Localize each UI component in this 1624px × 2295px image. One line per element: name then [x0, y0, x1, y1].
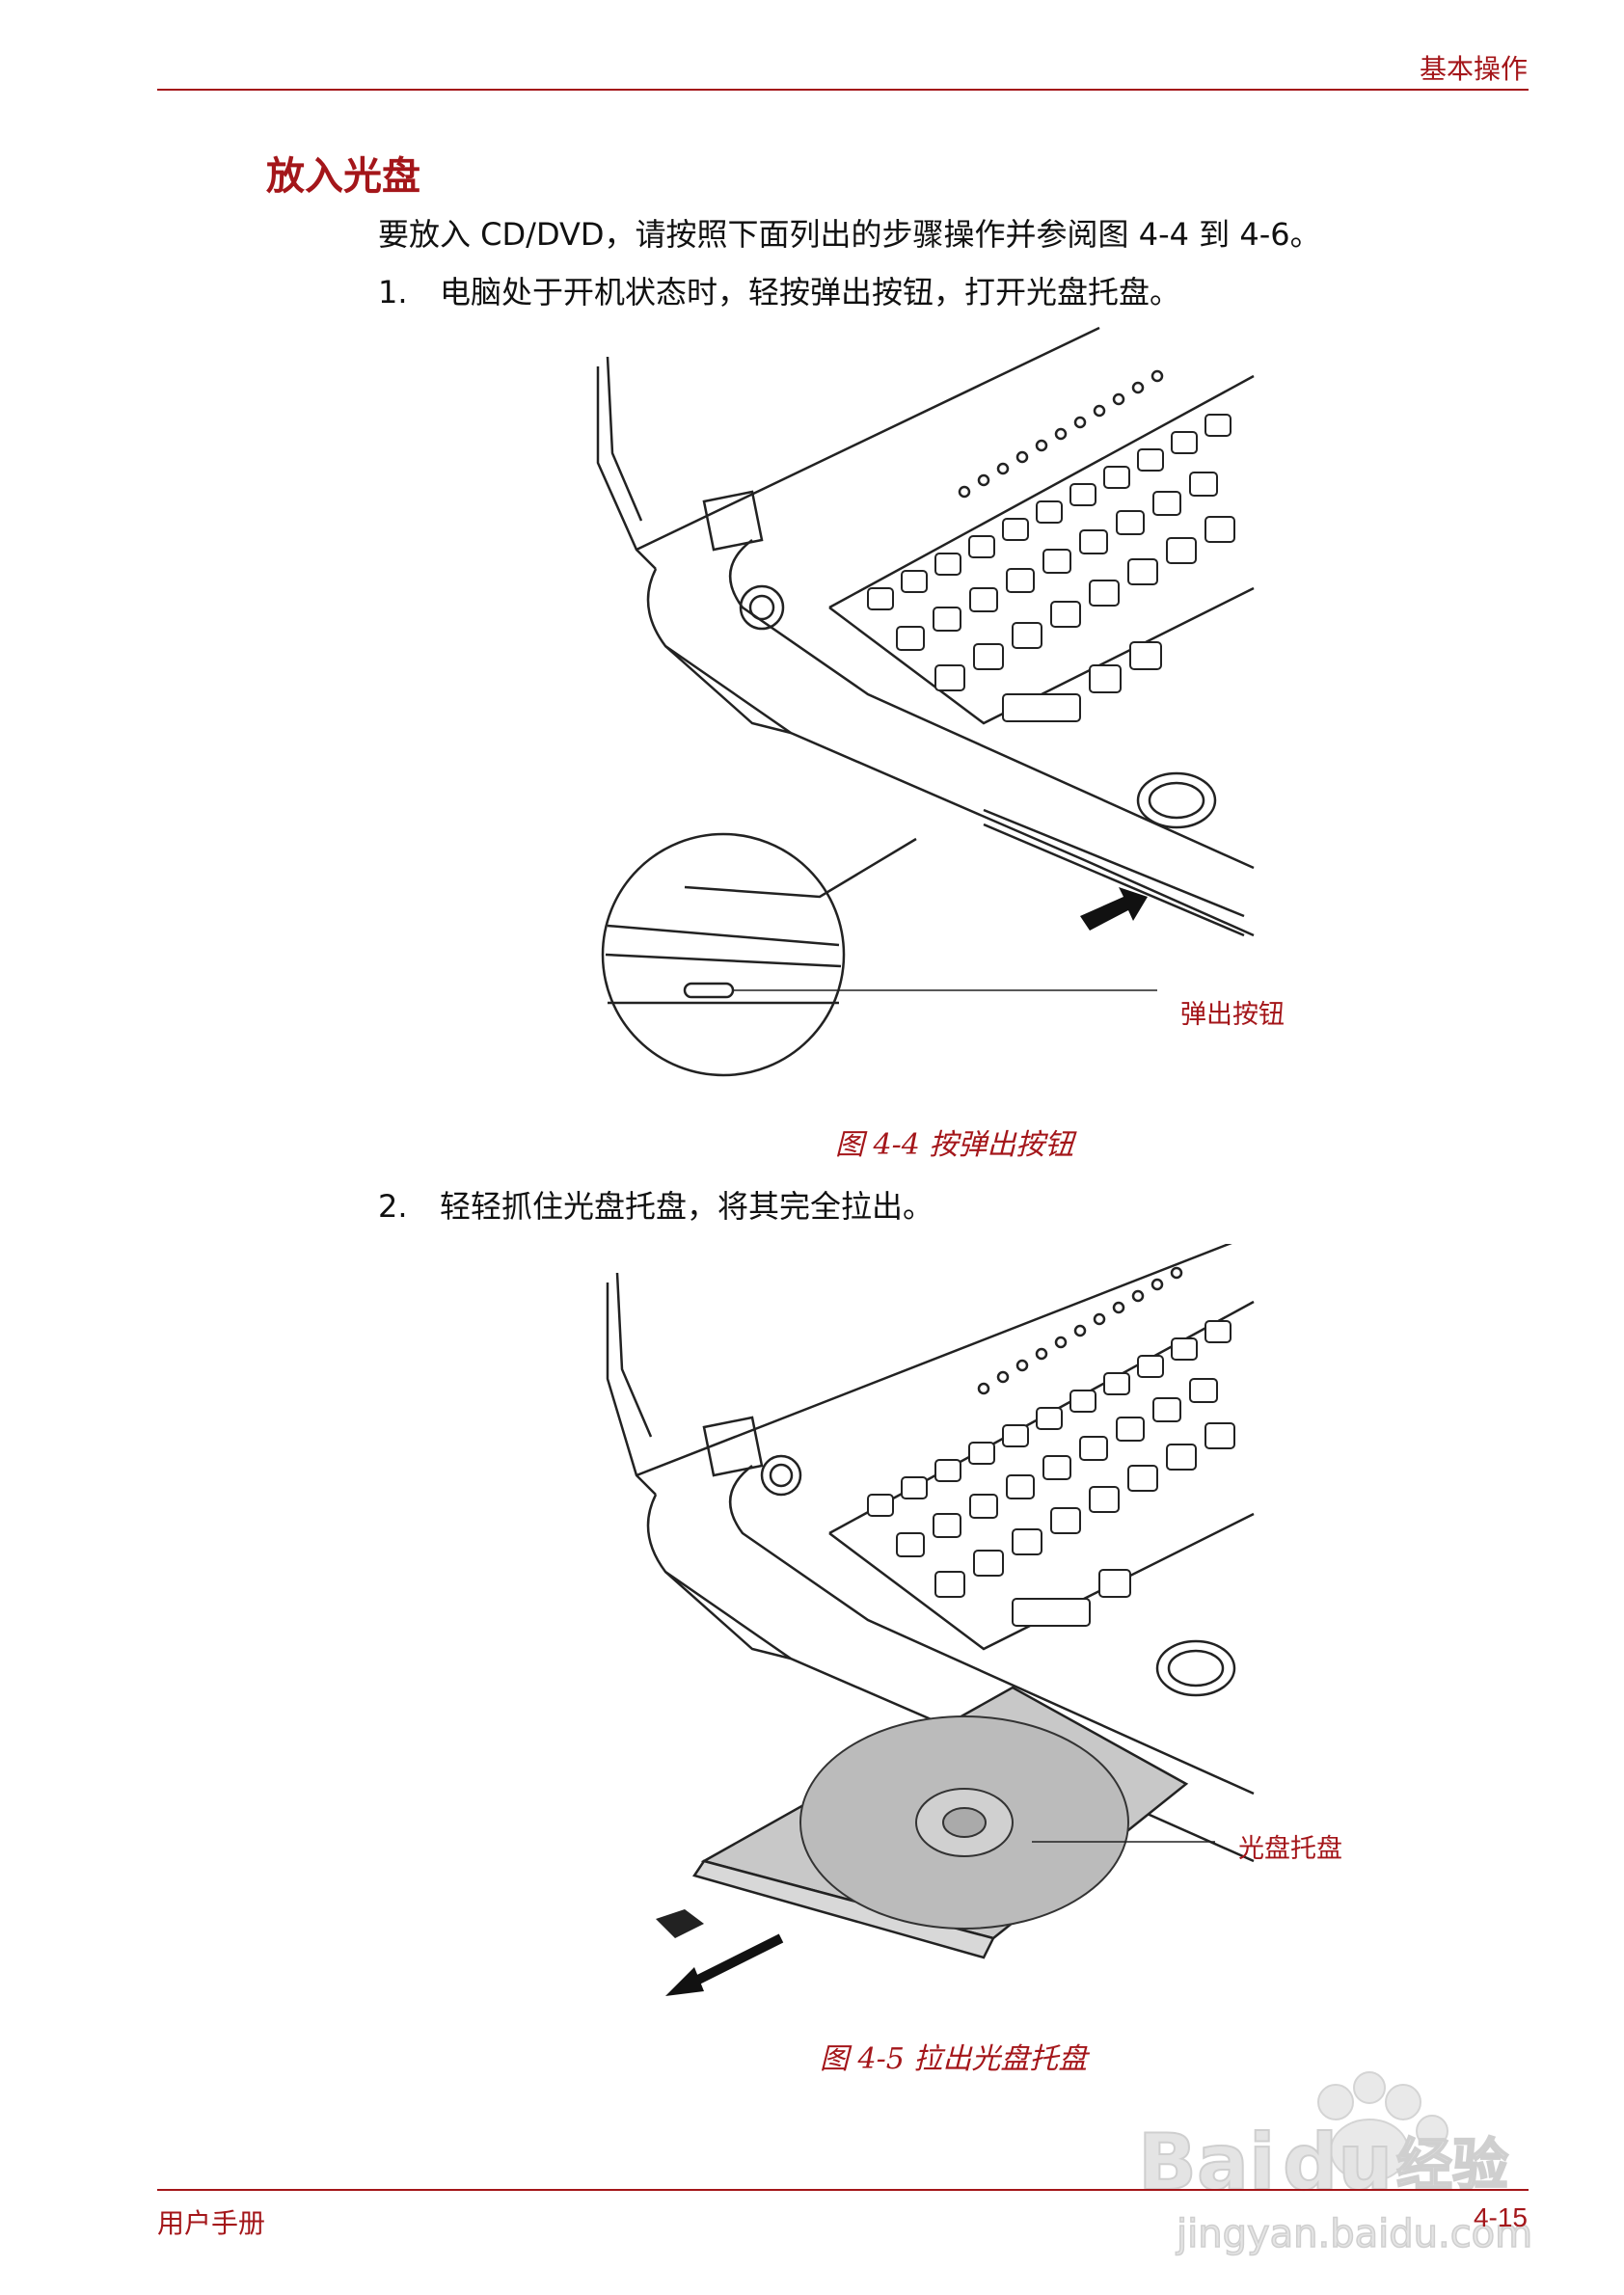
svg-text:经验: 经验	[1396, 2132, 1508, 2198]
baidu-jingyan-watermark: Bai du 经验 jingyan.baidu.com	[1138, 2071, 1533, 2257]
running-header: 基本操作	[1419, 53, 1528, 85]
figure-disc-tray	[606, 1244, 1255, 1996]
section-title: 放入光盘	[266, 154, 420, 199]
footer-manual-title: 用户手册	[157, 2207, 266, 2239]
header-rule	[157, 89, 1529, 91]
svg-text:jingyan.baidu.com: jingyan.baidu.com	[1176, 2212, 1532, 2256]
figure-eject-button	[596, 326, 1255, 1077]
svg-text:du: du	[1283, 2118, 1393, 2207]
page-number: 4-15	[1473, 2202, 1528, 2232]
figure-caption: 图 4-5 拉出光盘托盘	[820, 2042, 1088, 2076]
intro-paragraph: 要放入 CD/DVD，请按照下面列出的步骤操作并参阅图 4-4 到 4-6。	[378, 216, 1321, 253]
step-text: 电脑处于开机状态时，轻按弹出按钮，打开光盘托盘。	[440, 274, 1181, 310]
svg-text:Bai: Bai	[1138, 2118, 1275, 2207]
step-number: 1.	[378, 274, 408, 310]
step-number: 2.	[378, 1188, 408, 1225]
footer-rule	[157, 2189, 1529, 2191]
step-1: 1. 电脑处于开机状态时，轻按弹出按钮，打开光盘托盘。	[378, 268, 1180, 312]
step-2: 2. 轻轻抓住光盘托盘，将其完全拉出。	[378, 1182, 934, 1227]
callout-eject-button: 弹出按钮	[1180, 1000, 1285, 1030]
callout-disc-tray: 光盘托盘	[1238, 1834, 1342, 1864]
figure-caption: 图 4-4 按弹出按钮	[835, 1128, 1074, 1162]
step-text: 轻轻抓住光盘托盘，将其完全拉出。	[440, 1188, 934, 1225]
